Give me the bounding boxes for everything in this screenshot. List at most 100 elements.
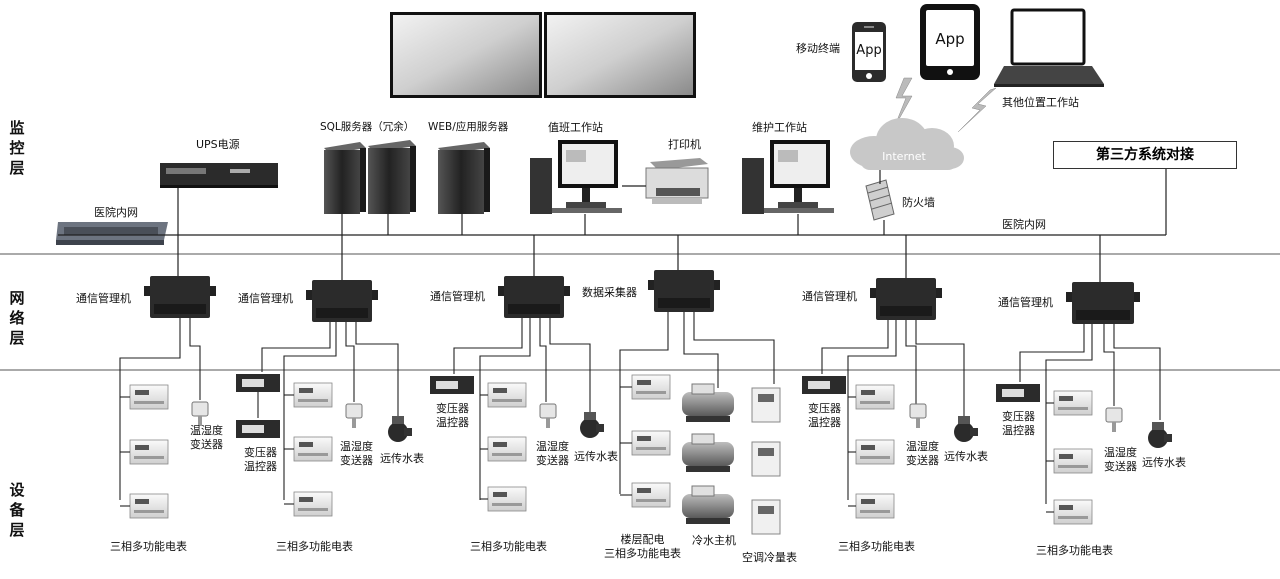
g6-th-label: 温湿度 变送器 [1104, 446, 1137, 473]
g6-meter-label: 三相多功能电表 [1036, 544, 1113, 557]
g4-floor-label: 楼层配电 三相多功能电表 [604, 533, 681, 560]
controller-display [808, 381, 830, 389]
wire [261, 322, 331, 372]
web-server-label: WEB/应用服务器 [428, 121, 509, 133]
meter-display [299, 442, 313, 447]
meter-terminal [636, 447, 666, 450]
tablet-app-label: App [935, 30, 964, 48]
power-meter-icon [631, 482, 671, 508]
g2-trans-label: 变压器 温控器 [244, 446, 277, 473]
meter-display [135, 390, 149, 395]
wire [1103, 324, 1115, 406]
data-collector [648, 270, 720, 312]
meter-display [493, 492, 507, 497]
meter-terminal [298, 508, 328, 511]
meter-display [861, 499, 875, 504]
ups-icon [160, 163, 278, 188]
wire [1019, 324, 1085, 382]
water-meter-icon [1148, 428, 1168, 448]
power-meter-icon [1053, 499, 1093, 525]
ac-meter-icon [751, 499, 781, 535]
chiller-base [686, 466, 730, 472]
g3-trans-label: 变压器 温控器 [436, 402, 469, 429]
meter-terminal [492, 453, 522, 456]
th-sensor-icon [909, 403, 927, 419]
third-party-box: 第三方系统对接 [1053, 141, 1237, 169]
power-meter-icon [631, 430, 671, 456]
wire [355, 322, 399, 416]
meter-terminal [860, 456, 890, 459]
water-meter-pipe [596, 424, 604, 432]
maint-station-label: 维护工作站 [752, 121, 807, 134]
power-meter-icon [293, 382, 333, 408]
duty-workstation-icon [530, 140, 622, 214]
chiller-base [686, 518, 730, 524]
wire [189, 318, 201, 400]
comm-manager-2 [306, 280, 378, 322]
wire [683, 312, 719, 388]
g5-trans-label: 变压器 温控器 [808, 402, 841, 429]
meter-terminal [298, 399, 328, 402]
wire [453, 318, 523, 374]
wire [905, 320, 917, 404]
web-server-icon [438, 142, 490, 214]
water-meter-pipe [970, 428, 978, 436]
printer-label: 打印机 [668, 138, 701, 151]
wire [915, 320, 965, 416]
g2-th-label: 温湿度 变送器 [340, 440, 373, 467]
comm2-label: 通信管理机 [238, 292, 293, 305]
g5-th-label: 温湿度 变送器 [906, 440, 939, 467]
power-meter-icon [855, 439, 895, 465]
th-probe [198, 416, 202, 426]
maint-workstation-icon [742, 140, 834, 214]
meter-display [1059, 505, 1073, 510]
th-probe [352, 418, 356, 428]
controller-display [242, 425, 264, 433]
meter-terminal [134, 401, 164, 404]
power-meter-icon [129, 384, 169, 410]
ac-meter-icon [751, 387, 781, 423]
g3-meter-label: 三相多功能电表 [470, 540, 547, 553]
power-meter-icon [487, 486, 527, 512]
wire [479, 318, 531, 500]
power-meter-icon [855, 384, 895, 410]
wire [549, 318, 591, 414]
chiller-base [686, 416, 730, 422]
comm5-label: 通信管理机 [802, 290, 857, 303]
ups-label: UPS电源 [196, 138, 240, 151]
wire [1113, 324, 1161, 420]
water-meter-head [1152, 422, 1164, 430]
g5-meter-label: 三相多功能电表 [838, 540, 915, 553]
sql-server-icon [324, 140, 416, 214]
meter-terminal [492, 503, 522, 506]
water-meter-pipe [1164, 434, 1172, 442]
power-meter-icon [129, 493, 169, 519]
meter-display [861, 445, 875, 450]
printer-icon [645, 158, 709, 204]
water-meter-icon [580, 418, 600, 438]
meter-terminal [636, 391, 666, 394]
wireless-link-icon [893, 77, 997, 133]
meter-terminal [134, 456, 164, 459]
controller-display [436, 381, 458, 389]
comm-manager-1 [144, 276, 216, 318]
comm-manager-5 [870, 278, 942, 320]
wire [847, 320, 897, 500]
mobile-label: 移动终端 [796, 42, 840, 55]
comm1-label: 通信管理机 [76, 292, 131, 305]
network-uplinks [177, 235, 1101, 282]
meter-terminal [492, 399, 522, 402]
g5-water-label: 远传水表 [944, 450, 988, 463]
other-station-label: 其他位置工作站 [1002, 96, 1079, 109]
power-meter-icon [487, 382, 527, 408]
video-wall [390, 12, 696, 98]
comm-manager-6 [1066, 282, 1140, 324]
layer-dividers [0, 253, 1280, 371]
meter-terminal [636, 499, 666, 502]
g4-ac-label: 空调冷量表 [742, 551, 797, 564]
th-probe [1112, 422, 1116, 432]
g6-water-label: 远传水表 [1142, 456, 1186, 469]
th-sensor-icon [345, 403, 363, 419]
chiller-panel [691, 433, 715, 445]
water-meter-icon [388, 422, 408, 442]
